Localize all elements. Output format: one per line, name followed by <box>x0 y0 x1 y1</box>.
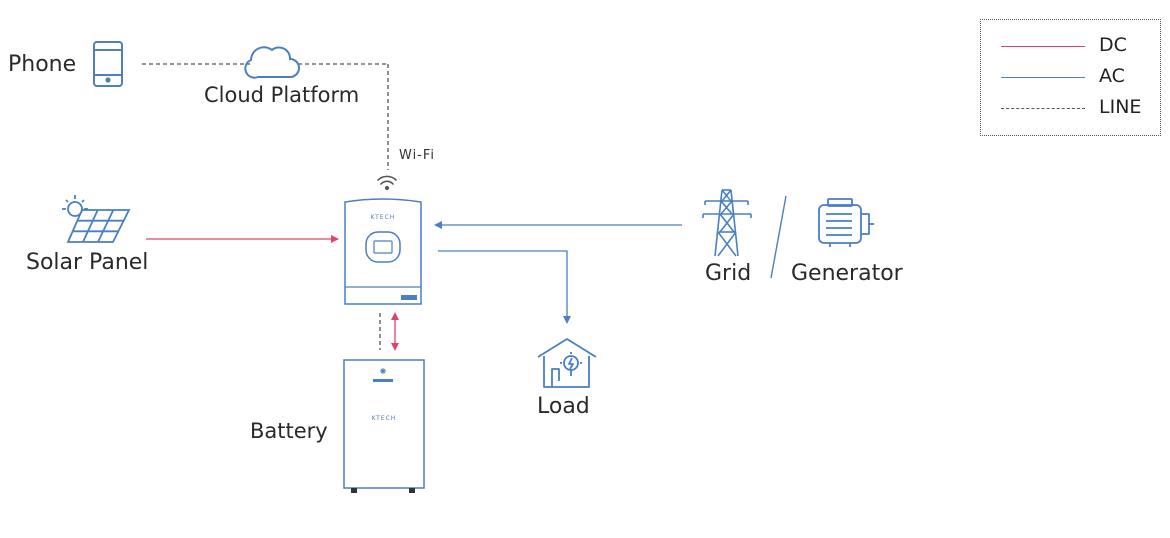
battery-label: Battery <box>250 419 328 443</box>
solar-panel-label: Solar Panel <box>26 250 149 275</box>
legend-swatch-dc <box>1001 46 1085 47</box>
legend-label-line: LINE <box>1099 96 1142 118</box>
wifi-icon <box>377 175 397 191</box>
legend: DC AC LINE <box>980 19 1161 136</box>
legend-label-dc: DC <box>1099 34 1127 56</box>
inverter: KTECH <box>344 198 422 305</box>
legend-swatch-line <box>1001 108 1085 109</box>
legend-item-line: LINE <box>981 96 1160 120</box>
inverter-brand: KTECH <box>371 214 396 221</box>
dc-line-solar <box>146 235 339 243</box>
legend-swatch-ac <box>1001 77 1085 78</box>
wifi-label: Wi-Fi <box>399 148 436 163</box>
solar-panel-icon <box>62 195 131 243</box>
ac-line-load <box>438 250 571 324</box>
battery-connections <box>379 312 399 351</box>
load-label: Load <box>537 394 590 419</box>
separator-slash <box>770 195 787 279</box>
load-icon <box>537 338 597 388</box>
cloud-icon <box>244 46 300 79</box>
battery-brand: KTECH <box>372 415 397 422</box>
phone-icon <box>93 41 123 87</box>
generator-icon <box>818 198 874 247</box>
grid-label: Grid <box>705 261 752 286</box>
line-connection <box>142 63 389 170</box>
battery-unit: KTECH <box>343 359 425 493</box>
legend-item-ac: AC <box>981 65 1160 89</box>
phone-label: Phone <box>8 52 77 77</box>
legend-item-dc: DC <box>981 34 1160 58</box>
grid-tower-icon <box>702 189 752 257</box>
generator-label: Generator <box>791 261 903 286</box>
ac-line-grid <box>434 221 682 229</box>
cloud-platform-label: Cloud Platform <box>204 83 360 107</box>
legend-label-ac: AC <box>1099 65 1125 87</box>
